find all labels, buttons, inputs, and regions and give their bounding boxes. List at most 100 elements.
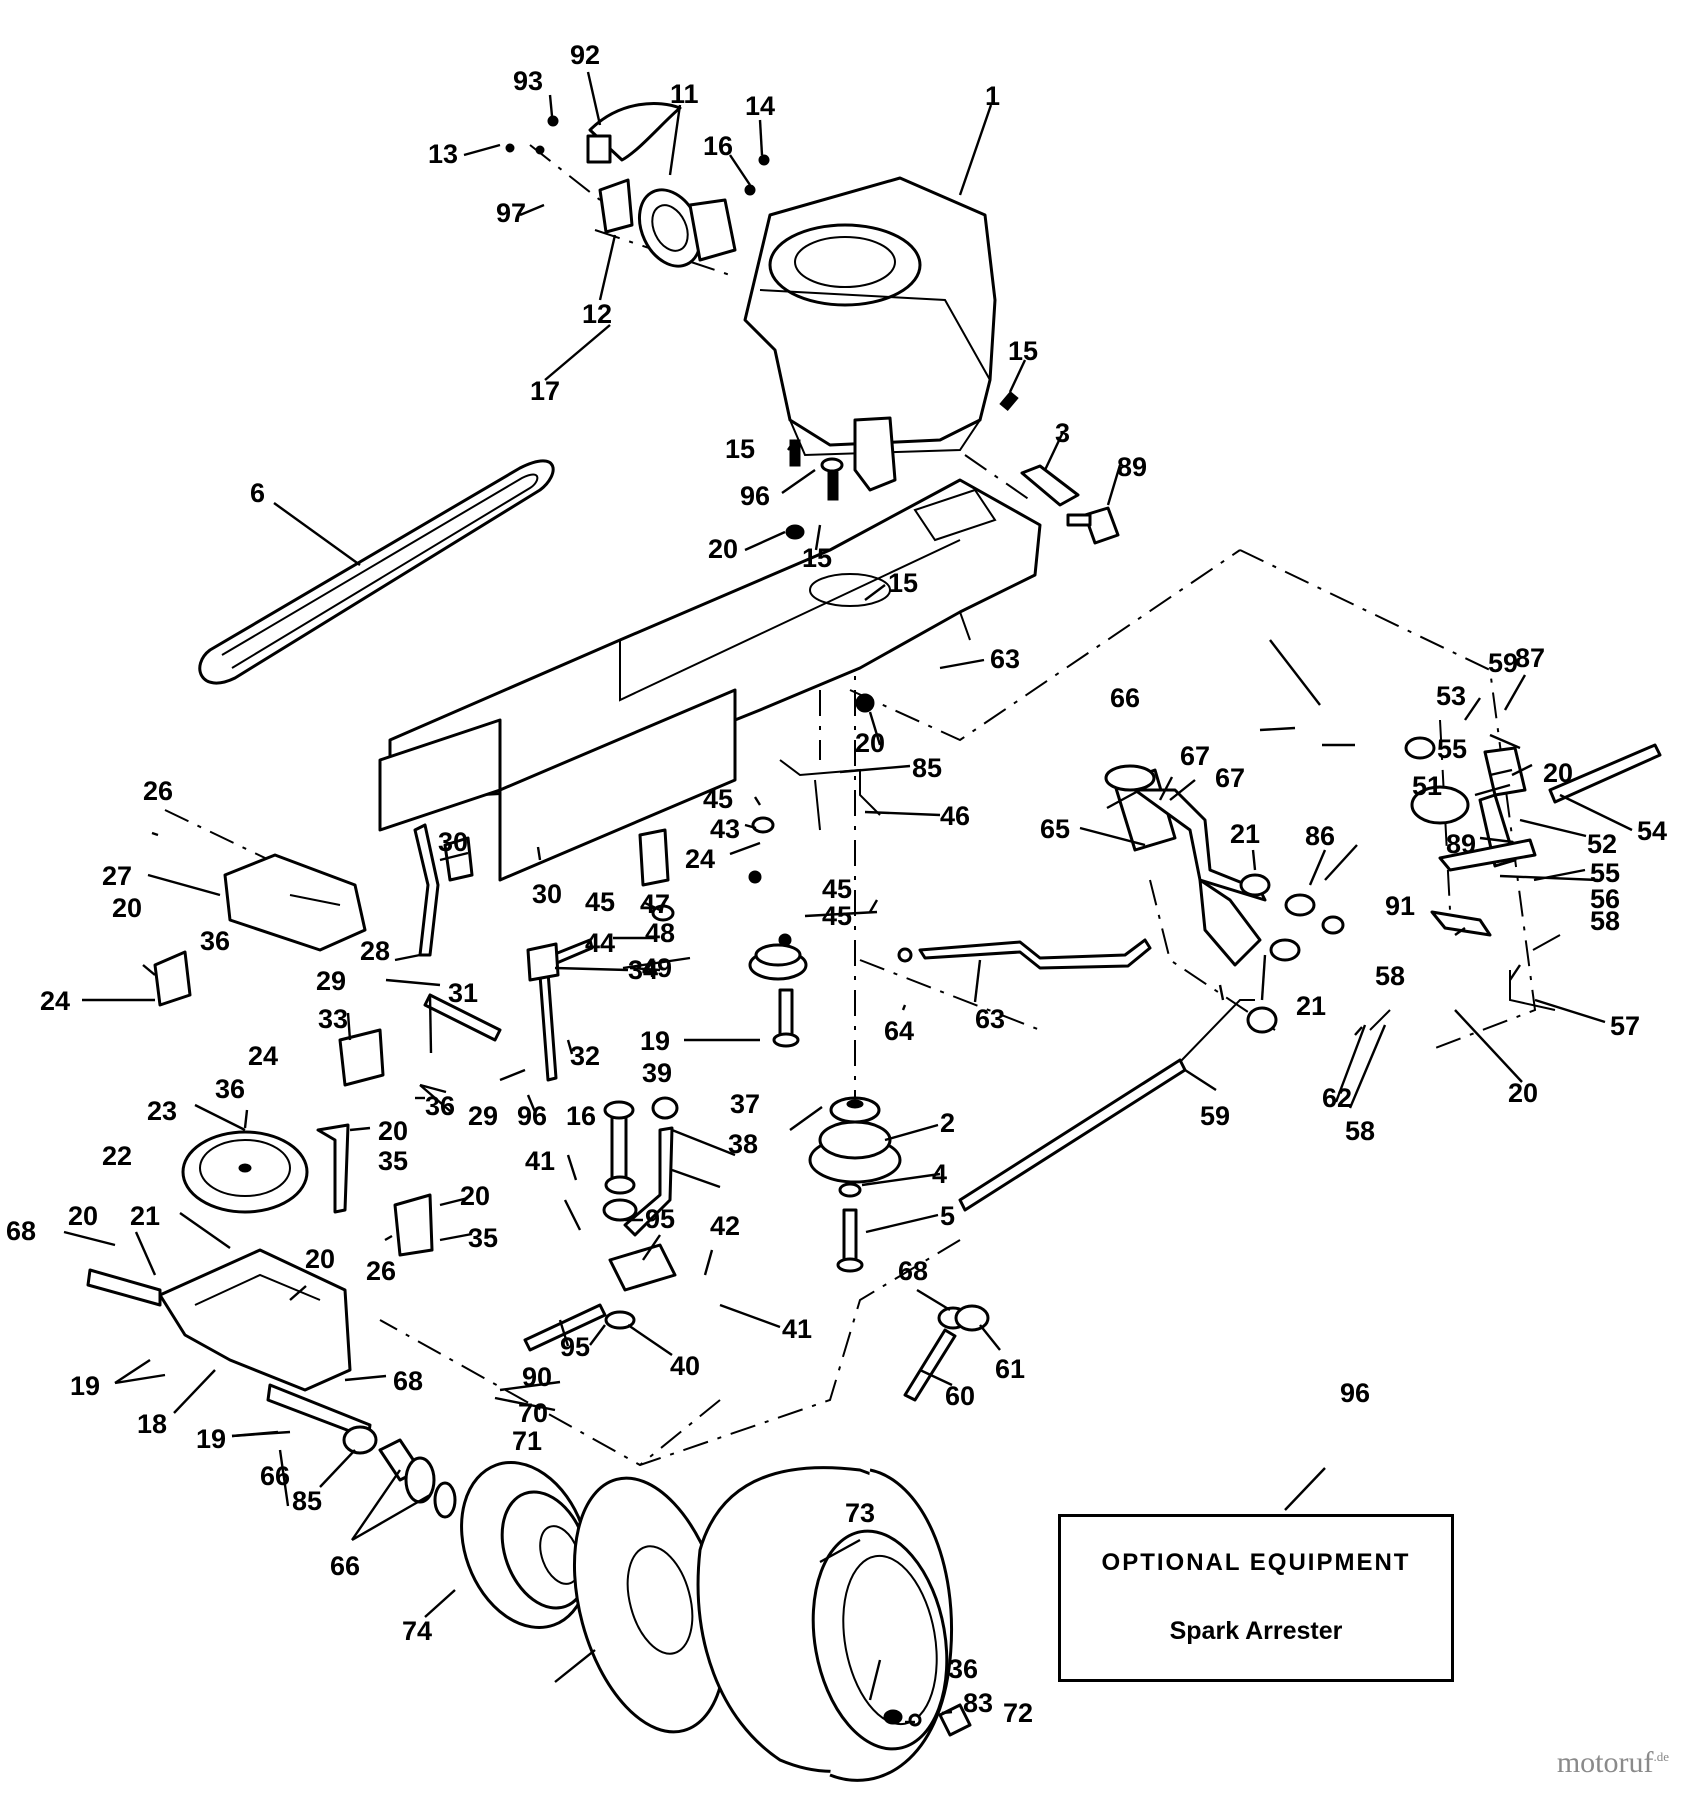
callout-48: 47 — [640, 889, 670, 919]
callout-37: 36 — [948, 1654, 978, 1684]
callout-27: 27 — [102, 861, 132, 891]
bolt-part-82 — [1066, 506, 1120, 545]
callout-56: 56 — [1590, 884, 1620, 914]
washer-part-93 — [602, 1175, 638, 1222]
callout-35b: 35 — [468, 1223, 498, 1253]
callout-36a: 36 — [200, 926, 230, 956]
callout-13: 13 — [428, 139, 458, 169]
callout-51: 51 — [1412, 771, 1442, 801]
callout-97: 97 — [496, 198, 526, 228]
callout-92: 95 — [560, 1332, 590, 1362]
leader-lines — [63, 71, 1633, 1724]
starter-pulley-part-11 — [638, 188, 737, 268]
callout-45: 44 — [585, 928, 615, 958]
callout-6: 6 — [250, 478, 265, 508]
callout-28: 28 — [360, 936, 390, 966]
callout-36b: 36 — [215, 1074, 245, 1104]
callout-90: 93 — [513, 66, 543, 96]
callout-20c: 20 — [112, 893, 142, 923]
callout-15c: 15 — [802, 543, 832, 573]
callout-86: 89 — [1446, 829, 1476, 859]
callout-20e: 20 — [460, 1181, 490, 1211]
callout-22: 22 — [102, 1141, 132, 1171]
callout-24b: 24 — [248, 1041, 278, 1071]
watermark: motoruf.de — [1557, 1746, 1669, 1780]
callout-20d: 20 — [378, 1116, 408, 1146]
washer-part-41 — [604, 1310, 636, 1330]
optional-equipment-title: OPTIONAL EQUIPMENT — [1101, 1549, 1411, 1576]
callout-3: 3 — [1055, 418, 1070, 448]
callout-85: 90 — [522, 1362, 552, 1392]
spacer-part-3 — [1020, 464, 1080, 507]
callout-41: 40 — [670, 1351, 700, 1381]
callout-29a: 29 — [316, 966, 346, 996]
callout-64a: 63 — [990, 644, 1020, 674]
callout-96: 96 — [1340, 1378, 1370, 1408]
callout-39: 38 — [728, 1129, 758, 1159]
callout-15d: 15 — [888, 568, 918, 598]
callout-46a: 45 — [703, 784, 733, 814]
callout-20h: 20 — [1508, 1078, 1538, 1108]
callout-94: 96 — [740, 481, 770, 511]
callout-55b: 55 — [1437, 734, 1467, 764]
guard-part-89 — [586, 102, 682, 164]
callout-26a: 26 — [143, 776, 173, 806]
callout-29b: 29 — [468, 1101, 498, 1131]
washers-part-68 — [404, 1456, 457, 1519]
bracket-part-12 — [598, 178, 634, 234]
callout-62: 61 — [995, 1354, 1025, 1384]
callout-68a: 66 — [260, 1461, 290, 1491]
callout-43: 42 — [710, 1211, 740, 1241]
callout-20a: 20 — [708, 534, 738, 564]
callout-71b: 68 — [393, 1366, 423, 1396]
callout-19c: 19 — [196, 1424, 226, 1454]
clutch-pedal-rod-part-66 — [1104, 764, 1267, 902]
spring-part-85 — [523, 1303, 607, 1352]
callout-15b: 15 — [725, 434, 755, 464]
nut-part-70-62 — [937, 1304, 990, 1332]
callout-58a: 58 — [1345, 1116, 1375, 1146]
callout-20i: 20 — [1543, 758, 1573, 788]
bolt-part-40 — [603, 1100, 635, 1192]
callout-82: 89 — [1117, 452, 1147, 482]
callout-58c: 58 — [1590, 906, 1620, 936]
callout-35a: 35 — [378, 1146, 408, 1176]
callout-65: 64 — [884, 1016, 914, 1046]
callout-44: 43 — [710, 814, 740, 844]
bracket-part-24 — [153, 950, 385, 1087]
callout-30b: 30 — [532, 879, 562, 909]
watermark-tld: .de — [1653, 1749, 1669, 1764]
callout-84: 87 — [1515, 643, 1545, 673]
callout-93: 96 — [517, 1101, 547, 1131]
callout-63: 62 — [1322, 1083, 1352, 1113]
callout-83: 85 — [912, 753, 942, 783]
callout-11: 11 — [670, 79, 699, 109]
callout-42b: 41 — [782, 1314, 812, 1344]
callout-5: 5 — [940, 1201, 955, 1231]
callout-53: 53 — [1436, 681, 1466, 711]
callout-87: 91 — [1385, 891, 1415, 921]
callout-20g: 20 — [305, 1244, 335, 1274]
callout-17: 17 — [530, 376, 560, 406]
callout-46c: 45 — [822, 874, 852, 904]
callout-71a: 68 — [6, 1216, 36, 1246]
callout-36c: 36 — [425, 1091, 455, 1121]
callout-69b: 67 — [1215, 763, 1245, 793]
callout-68b: 66 — [330, 1551, 360, 1581]
callout-15a: 15 — [1008, 336, 1038, 366]
callout-46d: 45 — [822, 901, 852, 931]
transaxle-part-18 — [86, 1248, 372, 1440]
callout-81: 86 — [1305, 821, 1335, 851]
rod-part-64 — [897, 938, 1152, 970]
callout-59: 59 — [1488, 648, 1518, 678]
callout-46b: 45 — [585, 887, 615, 917]
callout-23: 23 — [147, 1096, 177, 1126]
bolt-part-19-center — [772, 988, 800, 1048]
callout-42a: 41 — [525, 1146, 555, 1176]
callout-40: 39 — [642, 1058, 672, 1088]
shift-lever-part-39 — [623, 1096, 679, 1237]
callout-64b: 63 — [975, 1004, 1005, 1034]
brake-rod-part-54 — [1548, 743, 1662, 804]
callout-60: 59 — [1200, 1101, 1230, 1131]
